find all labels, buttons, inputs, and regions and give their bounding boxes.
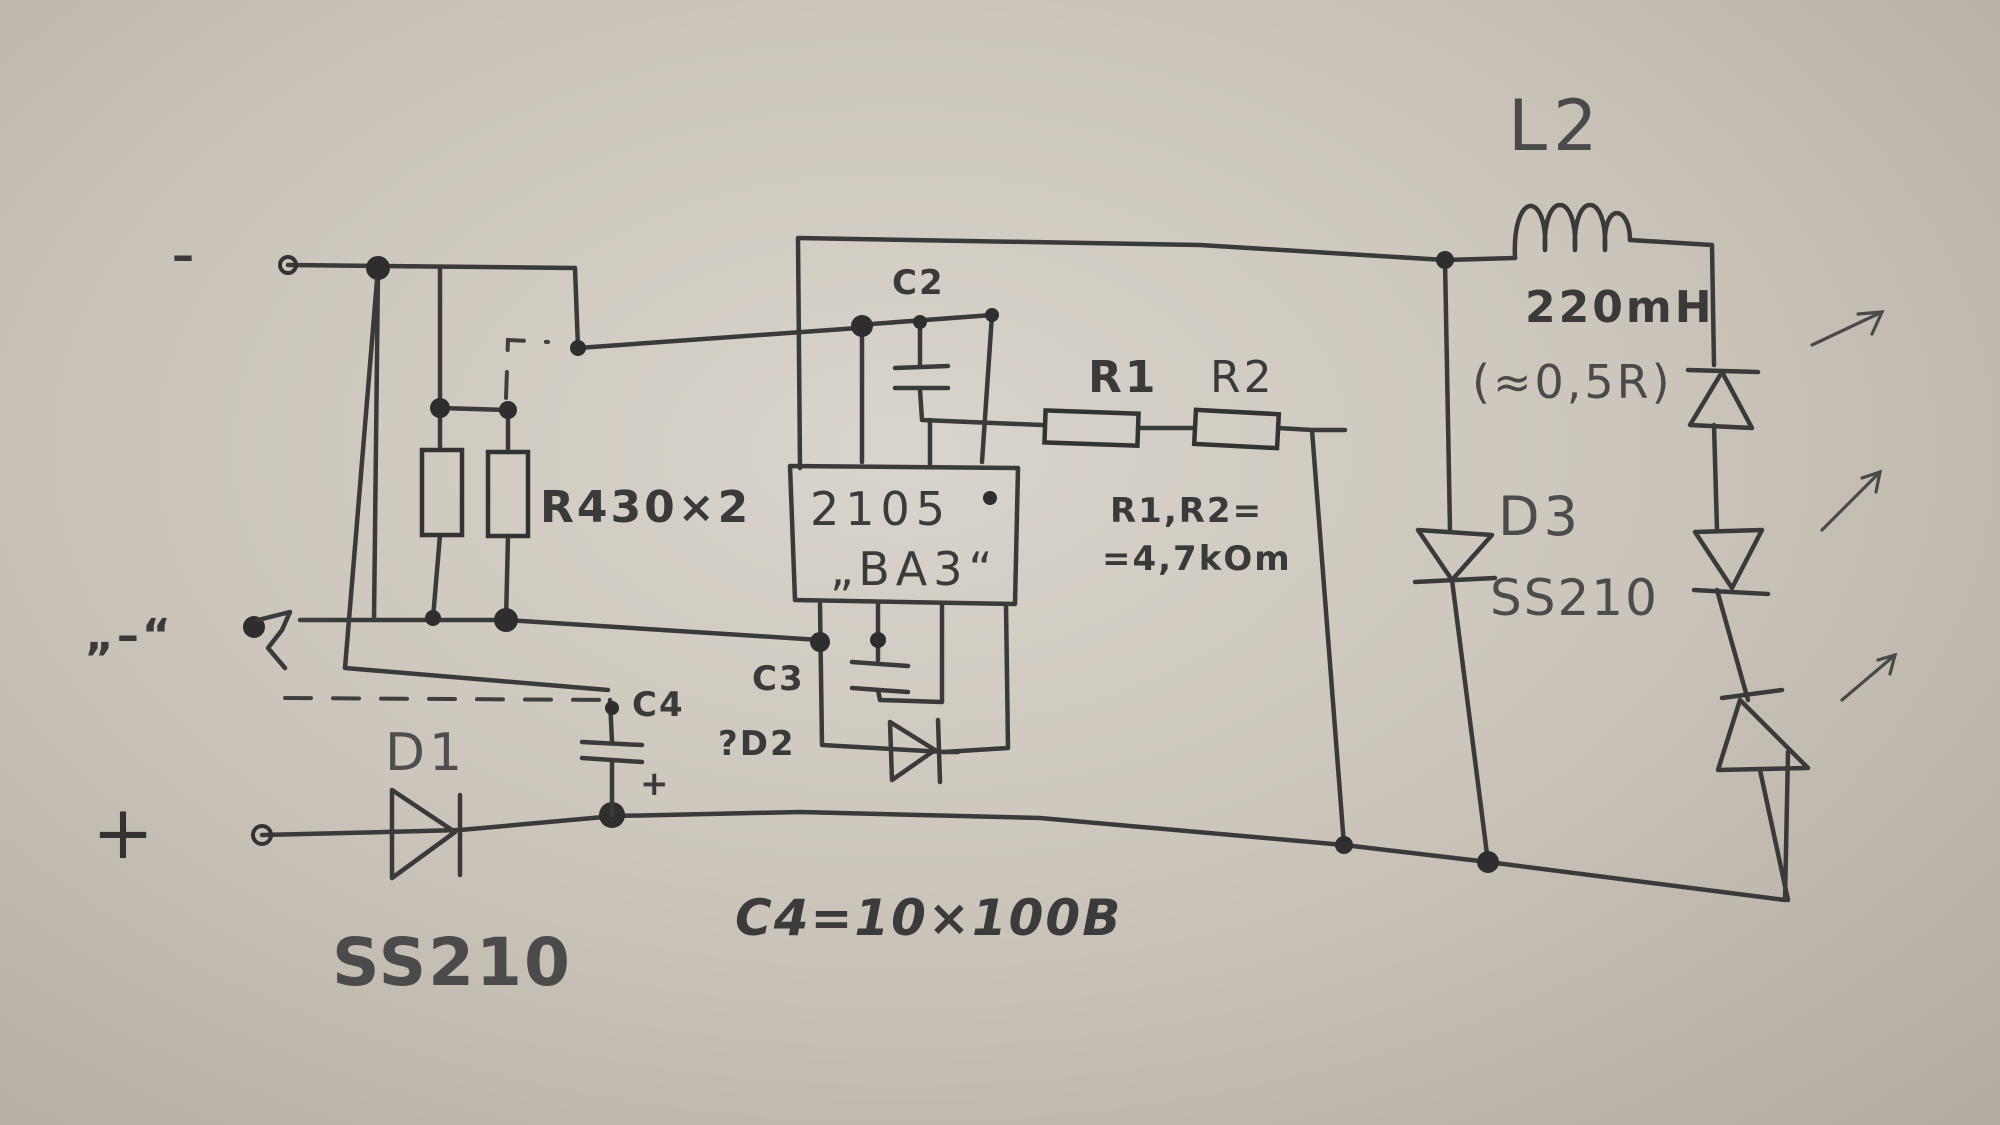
wire-minus2-rail: [297, 617, 823, 643]
wire-l2-to-right: [1627, 237, 1717, 368]
junction-dot: [851, 315, 873, 337]
junction-dot: [425, 610, 441, 626]
wire-left-vertical: [342, 265, 611, 693]
resistor-note-line2: =4,7kOm: [1102, 539, 1292, 579]
resistor-r2: [1191, 407, 1282, 451]
wire-led-chain-1: [1711, 422, 1720, 533]
wire-c2-mid-down: [917, 387, 1045, 428]
capacitor-c3-ref: C3: [752, 659, 805, 699]
capacitor-c4: [579, 697, 645, 818]
led-1: [1685, 310, 1885, 431]
wire-left-vertical-2: [371, 265, 381, 623]
junction-dot: [430, 398, 450, 418]
terminal-plus: [251, 824, 273, 846]
capacitor-c4-note: C4=10×100B: [735, 889, 1122, 947]
wire-to-c2-left: [575, 325, 861, 351]
wire-ic-pin-4: [941, 601, 1011, 755]
inductor-l2-value: 220mH: [1525, 282, 1715, 333]
ic-label-line2: „BA3“: [830, 542, 998, 596]
junction-dot: [985, 308, 999, 322]
junction-dot: [570, 340, 586, 356]
inductor-l2-ref: L2: [1508, 85, 1604, 167]
wire-r2-down: [1309, 427, 1347, 848]
wire-resistor-jumper-dashed: [504, 337, 550, 400]
junction-dot: [870, 632, 886, 648]
wire-resistor-bottom-left: [430, 532, 443, 621]
junction-dot: [494, 608, 518, 632]
wire-resistor-bottom-right: [503, 533, 511, 623]
diode-d1-part: SS210: [332, 924, 572, 1001]
led-3: [1715, 652, 1898, 773]
resistor-r430-b: [485, 449, 531, 539]
terminal-minus: [278, 255, 298, 275]
capacitor-c2-ref: C2: [892, 263, 945, 303]
wire-ic-pin-1: [817, 601, 947, 755]
wire-plus-rail-left: [259, 829, 388, 838]
inductor-l2-note: (≈0,5R): [1472, 355, 1673, 409]
resistor-r1: [1042, 408, 1141, 448]
capacitor-c3: [849, 659, 911, 695]
junction-dot: [1477, 851, 1499, 873]
capacitor-c2: [892, 363, 951, 391]
capacitor-c4-polarity: +: [640, 764, 671, 804]
junction-dot: [1436, 251, 1454, 269]
resistors-label: R430×2: [540, 482, 751, 533]
wire-resistor-top: [437, 265, 511, 413]
resistor-r430-a: [419, 447, 465, 538]
terminal-minus-2: [243, 609, 293, 671]
diode-d3: [1412, 527, 1498, 585]
terminal-plus-label: +: [92, 790, 154, 876]
junction-dot: [366, 256, 390, 280]
wire-plus-rail: [457, 749, 1791, 903]
diode-d3-ref: D3: [1498, 485, 1582, 548]
resistor-r1-ref: R1: [1088, 352, 1159, 403]
ic-2105: [787, 463, 1021, 607]
diode-d1: [382, 787, 463, 881]
wire-top-loop: [795, 235, 1518, 471]
wire-led-chain-2: [1714, 587, 1751, 703]
wire-d3-vertical-bottom: [1449, 577, 1491, 865]
capacitor-c4-ref: C4: [632, 685, 685, 725]
wire-ic-pin-3: [875, 601, 945, 705]
wire-led-chain-3: [1757, 767, 1791, 903]
diode-d2-ref: ?D2: [718, 724, 796, 764]
wire-c4-dashed: [283, 696, 612, 702]
terminal-minus-label: –: [172, 230, 197, 281]
wire-d3-vertical-top: [1442, 257, 1453, 533]
resistor-note-line1: R1,R2=: [1110, 491, 1263, 531]
diode-d3-part: SS210: [1490, 569, 1659, 627]
wire-top-left-rail: [285, 262, 581, 351]
terminal-minus-quoted-label: „–“: [85, 610, 174, 661]
ic-label-line1: 2105: [810, 482, 951, 536]
junction-dot: [499, 401, 517, 419]
inductor-l2: [1512, 203, 1633, 261]
resistor-r2-ref: R2: [1210, 352, 1275, 403]
junction-dot: [605, 701, 619, 715]
diode-d2: [887, 717, 943, 785]
junction-dot: [810, 632, 830, 652]
led-2: [1691, 469, 1883, 597]
junction-dot: [913, 315, 927, 329]
junction-dot: [1335, 836, 1353, 854]
wire-c2-right-drop: [979, 312, 995, 465]
diode-d1-ref: D1: [385, 723, 466, 783]
